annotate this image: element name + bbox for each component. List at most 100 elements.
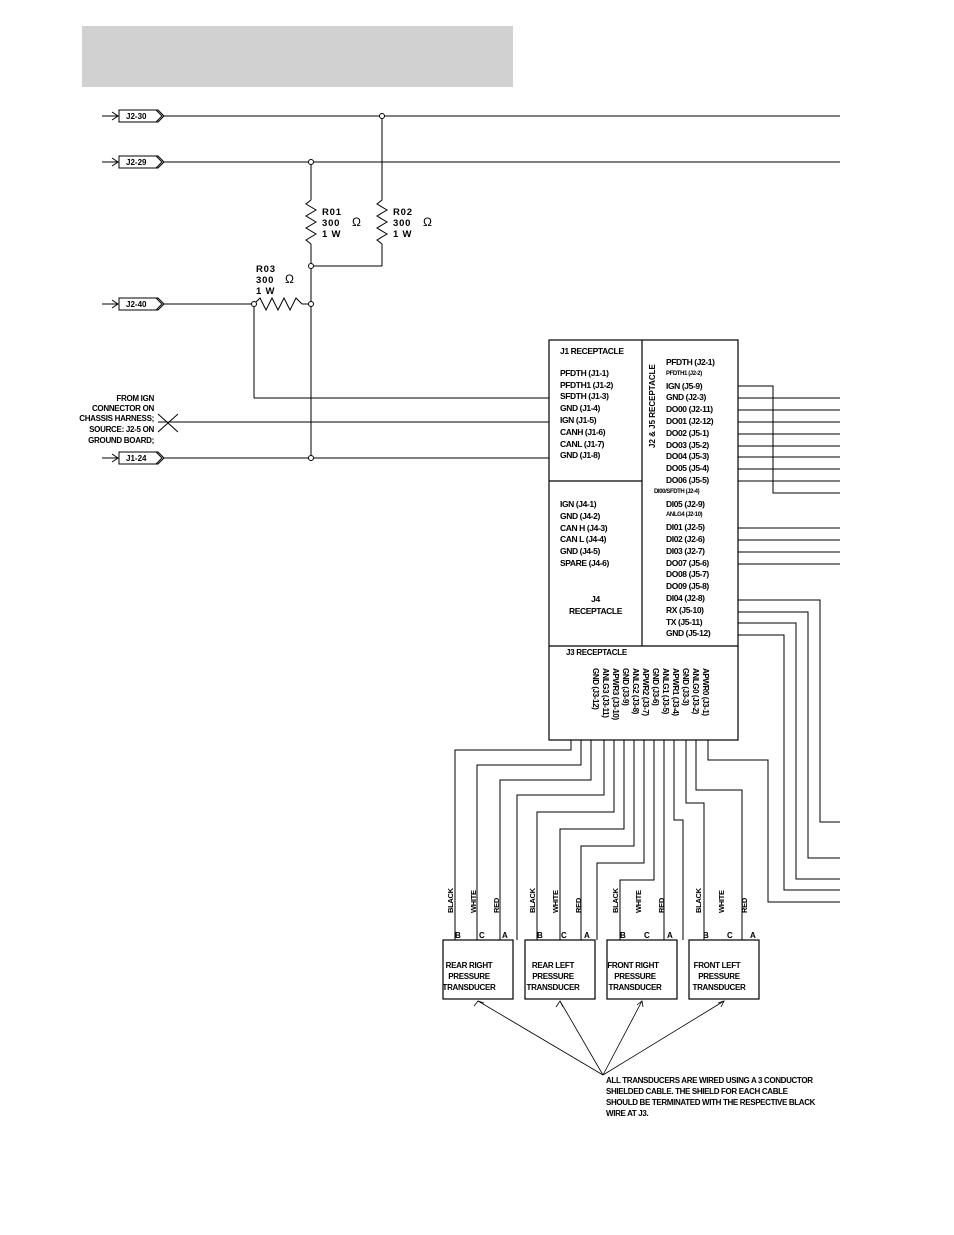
r01-value: 300 [322, 218, 340, 229]
ign-note-line: CHASSIS HARNESS; [79, 414, 154, 423]
ign-note-line: FROM IGN [116, 394, 154, 403]
j4-pin: GND (J4-2) [560, 510, 600, 521]
wire-color-white: WHITE [717, 890, 726, 913]
j3-pin: GND (J3-3) [681, 668, 690, 706]
j2j5-pin: TX (J5-11) [666, 616, 703, 627]
junction-dot [251, 301, 257, 307]
transducer-label: TRANSDUCER [692, 983, 746, 992]
r03-power: 1 W [256, 286, 275, 297]
j3-pin: APWR2 (J3-7) [641, 668, 650, 716]
j2j5-pin: RX (J5-10) [666, 604, 704, 615]
connector-j2-29 [101, 155, 165, 169]
junction-dot [308, 301, 314, 307]
j2j5-pin: PFDTH1 (J2-2) [666, 370, 702, 377]
pin-letter-a: A [584, 931, 590, 940]
j1-section: J1 RECEPTACLE PFDTH (J1-1) PFDTH1 (J1-2)… [560, 346, 624, 462]
wire-color-black: BLACK [611, 887, 620, 913]
r03-unit: Ω [285, 272, 295, 286]
transducer-rear-left [524, 939, 596, 1000]
note-pointers [473, 1000, 725, 1076]
header-bar [82, 26, 513, 87]
connector-j1-24 [101, 451, 165, 465]
transducer-front-left [688, 939, 760, 1000]
j3-pin: ANLG1 (J3-5) [661, 668, 670, 715]
wire-color-black: BLACK [694, 887, 703, 913]
j2j5-pin: DO02 (J5-1) [666, 427, 709, 438]
j2j5-pin: IGN (J5-9) [666, 380, 703, 391]
connector-label: J2-40 [126, 300, 147, 309]
j2j5-pin: DO09 (J5-8) [666, 581, 709, 592]
pin-letter-c: C [644, 931, 650, 940]
transducer-label: TRANSDUCER [526, 983, 580, 992]
j4-pin: GND (J4-5) [560, 546, 600, 557]
j2j5-pin: DO00 (J2-11) [666, 404, 713, 415]
j2j5-pin: DI03 (J2-7) [666, 545, 705, 556]
junction-dot [308, 263, 314, 269]
r02-unit: Ω [423, 215, 433, 229]
j3-pin: ANLG2 (J3-8) [631, 668, 640, 715]
connector-label: J1-24 [126, 454, 147, 463]
j3-pin: GND (J3-12) [591, 668, 600, 710]
ign-note-line: CONNECTOR ON [92, 404, 155, 413]
r02-power: 1 W [393, 229, 412, 240]
j2j5-pin: PFDTH (J2-1) [666, 357, 715, 367]
j4-label-line1: J4 [591, 594, 600, 604]
j4-label: J4 RECEPTACLE [549, 593, 642, 617]
pin-letter-b: B [537, 931, 543, 940]
wire-color-red: RED [492, 897, 501, 913]
wire-color-red: RED [574, 897, 583, 913]
j2j5-section: PFDTH (J2-1) PFDTH1 (J2-2) IGN (J5-9) GN… [654, 357, 715, 640]
j4-pin: SPARE (J4-6) [560, 557, 609, 568]
j1-pin: GND (J1-8) [560, 450, 600, 461]
pin-letter-b: B [703, 931, 709, 940]
wire-color-red: RED [740, 897, 749, 913]
wire-color-black: BLACK [528, 887, 537, 913]
j1-pin: PFDTH (J1-1) [560, 367, 609, 378]
j2j5-pin: DO04 (J5-3) [666, 451, 709, 462]
transducer-label: PRESSURE [532, 972, 575, 981]
r01-unit: Ω [352, 215, 362, 229]
j3-pin: GND (J3-6) [651, 668, 660, 706]
wire-color-white: WHITE [634, 890, 643, 913]
j3-pin: APWR3 (J3-10) [611, 668, 620, 720]
pin-letter-a: A [667, 931, 673, 940]
j1-title: J1 RECEPTACLE [560, 346, 624, 356]
r01-name: R01 [322, 207, 342, 218]
j1-pin: IGN (J1-5) [560, 414, 597, 425]
pin-letter-c: C [479, 931, 485, 940]
transducer-label: PRESSURE [448, 972, 491, 981]
j1-pin: SFDTH (J1-3) [560, 391, 609, 402]
pin-letter-a: A [750, 931, 756, 940]
connector-j2-30 [101, 109, 165, 123]
transducer-label: FRONT RIGHT [607, 961, 659, 970]
j2j5-pin: DO07 (J5-6) [666, 557, 709, 568]
junction-dot [379, 113, 385, 119]
transducer-front-right [606, 939, 678, 1000]
j3-pin: ANLG0 (J3-2) [691, 668, 700, 715]
j2j5-pin: DI02 (J2-6) [666, 533, 705, 544]
note-line: SHIELDED CABLE. THE SHIELD FOR EACH CABL… [606, 1087, 789, 1096]
r03-value: 300 [256, 275, 274, 286]
transducer-wires [454, 740, 743, 940]
j4-pin: CAN L (J4-4) [560, 534, 607, 545]
note-line: ALL TRANSDUCERS ARE WIRED USING A 3 COND… [606, 1076, 813, 1085]
j2j5-pin: DO06 (J5-5) [666, 474, 709, 485]
j2j5-pin: DI05 (J2-9) [666, 498, 705, 509]
pin-letter-b: B [620, 931, 626, 940]
j3-pin: ANLG3 (J3-11) [601, 668, 610, 718]
ign-note-line: SOURCE: J2-5 ON [89, 425, 154, 434]
transducer-label: TRANSDUCER [608, 983, 662, 992]
j1-pin: PFDTH1 (J1-2) [560, 379, 613, 390]
j4-label-line2: RECEPTACLE [569, 605, 622, 616]
connector-j2-40 [101, 297, 165, 311]
r01-power: 1 W [322, 229, 341, 240]
pin-letter-c: C [727, 931, 733, 940]
j3-title: J3 RECEPTACLE [566, 648, 628, 657]
j3-pin: APWR1 (J3-4) [671, 668, 680, 716]
junction-dot [308, 159, 314, 165]
transducer-label: PRESSURE [614, 972, 657, 981]
j2j5-pin: DO08 (J5-7) [666, 569, 709, 580]
j2j5-pin: DI00/SFDTH (J2-4) [654, 488, 700, 495]
pin-letter-c: C [561, 931, 567, 940]
